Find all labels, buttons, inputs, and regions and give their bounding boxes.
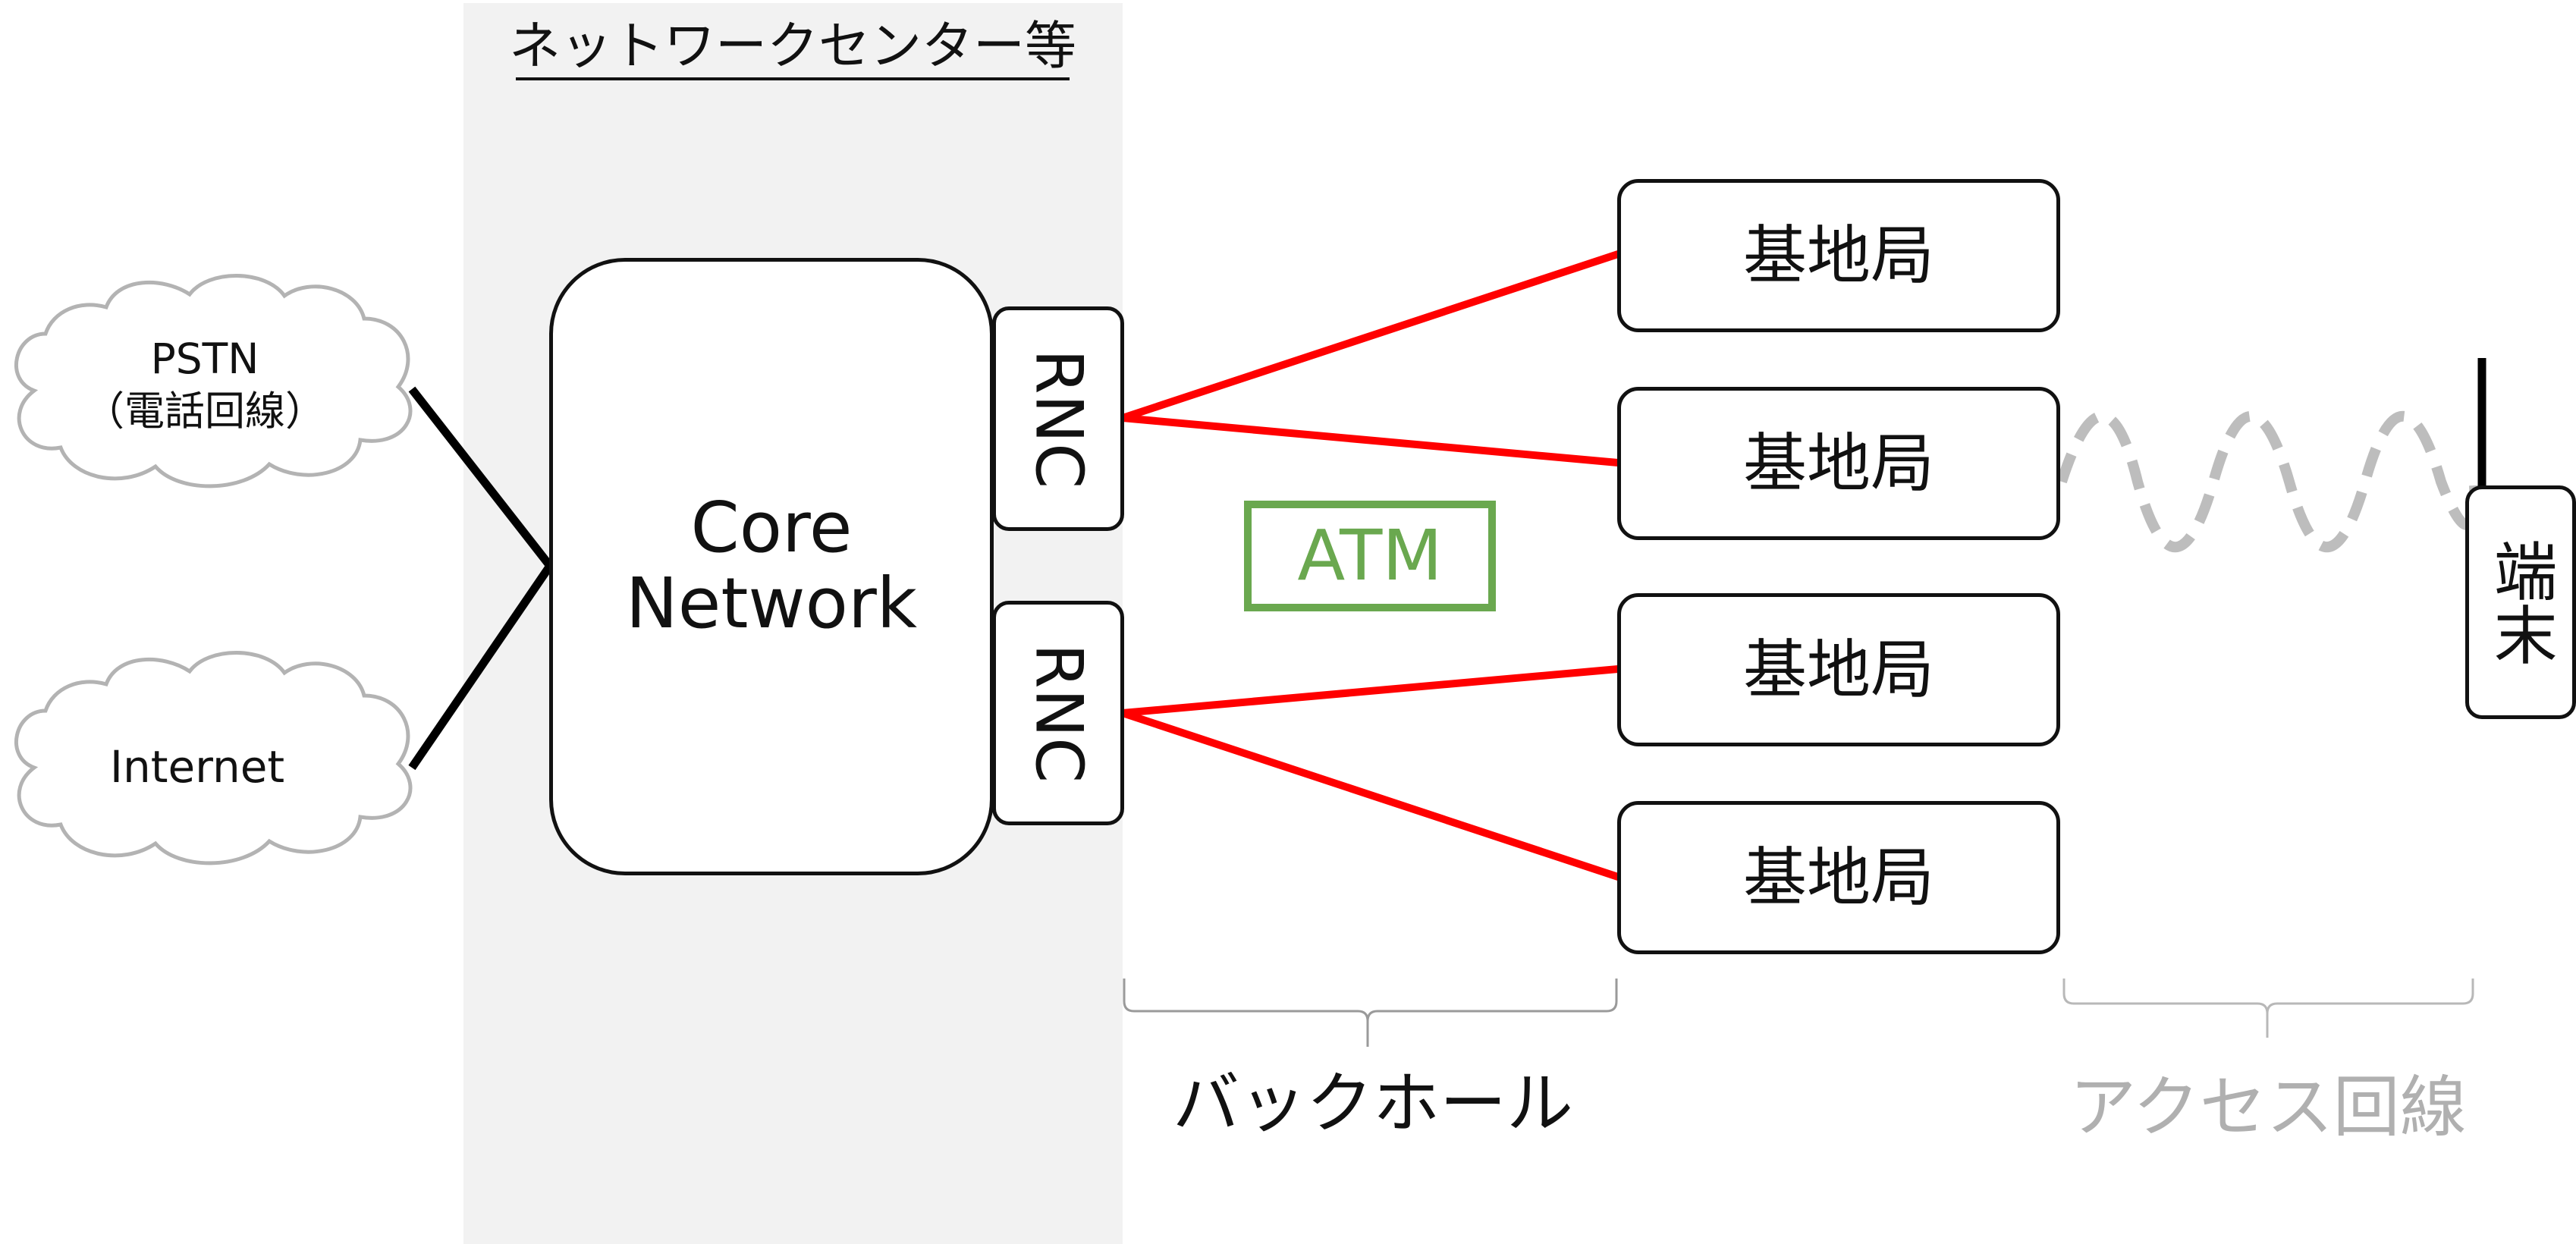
base-station-2: 基地局: [1617, 387, 2060, 540]
pstn-link: [408, 386, 554, 569]
backhaul-link-1: [1119, 250, 1622, 422]
rnc-box-lower: RNC: [992, 601, 1124, 825]
backhaul-links: [1119, 250, 1622, 881]
core-network-label-line1: Core: [690, 487, 853, 569]
internet-label: Internet: [109, 741, 285, 793]
atm-box: ATM: [1244, 501, 1496, 611]
base-station-4: 基地局: [1617, 801, 2060, 954]
base-station-3: 基地局: [1617, 593, 2060, 746]
internet-cloud-shape: [14, 651, 413, 865]
backhaul-link-3: [1119, 665, 1622, 717]
rnc-label-lower: RNC: [1020, 642, 1097, 784]
atm-label: ATM: [1297, 515, 1443, 597]
terminal-box: 端末: [2465, 485, 2576, 719]
pstn-sublabel: （電話回線）: [84, 388, 325, 435]
base-station-1: 基地局: [1617, 179, 2060, 332]
rnc-label-upper: RNC: [1020, 348, 1097, 489]
core-network-box: [549, 258, 994, 875]
access-bracket: [2062, 979, 2474, 1038]
backhaul-link-2: [1119, 414, 1622, 466]
rnc-box-upper: RNC: [992, 306, 1124, 531]
core-uplinks: [408, 386, 554, 771]
backhaul-bracket: [1123, 979, 1618, 1047]
pstn-cloud-shape: [14, 274, 413, 488]
pstn-label: PSTN: [150, 334, 259, 383]
base-station-4-label: 基地局: [1742, 840, 1934, 915]
access-line-label: アクセス回線: [2069, 1067, 2467, 1146]
backhaul-label: バックホール: [1173, 1063, 1574, 1142]
core-network-label-line2: Network: [625, 563, 918, 645]
network-center-title: ネットワークセンター等: [508, 16, 1076, 77]
radio-wave: [2056, 411, 2480, 552]
backhaul-link-4: [1119, 709, 1622, 881]
internet-link: [408, 563, 554, 771]
base-station-1-label: 基地局: [1742, 218, 1934, 293]
base-station-3-label: 基地局: [1742, 632, 1934, 707]
base-station-2-label: 基地局: [1742, 426, 1934, 501]
terminal-label: 端末: [2483, 539, 2559, 666]
